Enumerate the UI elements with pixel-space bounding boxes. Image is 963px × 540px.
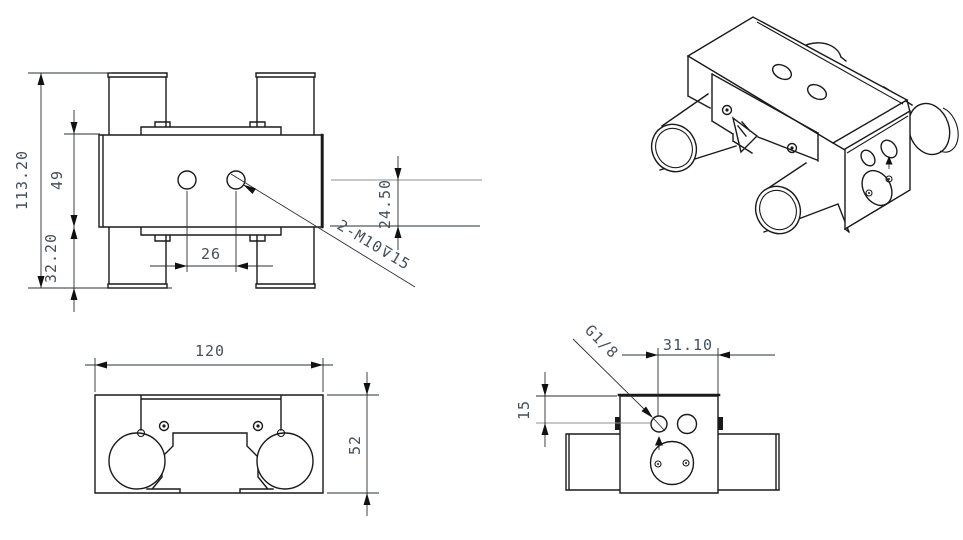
screw-hole-right-center (256, 424, 260, 428)
boss-hole-left-center (657, 463, 659, 465)
clamp-cylinder-right (256, 432, 314, 490)
screw-hole-left-center (162, 424, 166, 428)
side-view: 31.10 15 G1/8 (515, 321, 780, 494)
iso-end-boss-hole-2 (885, 175, 893, 183)
dim-port-depth: 15 (515, 372, 549, 447)
bottom-view: 120 52 (85, 342, 379, 516)
screw-hole-right (252, 420, 264, 432)
dim-port-depth-label: 15 (515, 400, 533, 420)
boss-hole-right-center (685, 462, 687, 464)
dim-overall-height-label: 113.20 (13, 150, 31, 210)
boss-hole-left (654, 460, 662, 468)
iso-cylinder-bottom (754, 185, 802, 235)
iso-channel-notch (731, 116, 759, 154)
dim-overall-width-label: 120 (195, 342, 225, 360)
dim-overall-depth-label: 52 (346, 435, 364, 455)
dim-port-offset: 31.10 (622, 336, 775, 359)
side-extension-lines (536, 348, 719, 416)
dim-hole-spacing-label: 26 (201, 245, 221, 263)
iso-end-boss (861, 169, 893, 207)
iso-top-face-back-edge (756, 21, 904, 105)
iso-cylinder-bottom-rim (759, 189, 797, 231)
side-body-outline (565, 395, 780, 494)
dim-hole-to-bottom: 24.50 (376, 156, 402, 250)
dim-port-offset-label: 31.10 (663, 336, 713, 354)
front-body-outline (98, 72, 324, 289)
mounting-hole-left (177, 170, 197, 190)
port-direction-arrow (655, 436, 663, 446)
iso-cylinder-right-rim (939, 107, 959, 153)
iso-top-face (686, 16, 909, 144)
pin-right (276, 428, 286, 438)
dim-overall-width: 120 (85, 342, 333, 392)
dim-body-height: 49 (48, 110, 78, 227)
iso-cylinder-left (650, 123, 698, 173)
iso-top-hole-1 (771, 63, 793, 81)
dim-body-height-label: 49 (48, 170, 66, 190)
iso-end-port-1 (860, 149, 876, 167)
dim-hole-to-bottom-label: 24.50 (376, 179, 394, 229)
dim-lower-height-label: 32.20 (42, 233, 60, 283)
dim-hole-spacing: 26 (150, 245, 273, 270)
iso-end-face (844, 109, 911, 231)
port-thread-leader: G1/8 (572, 321, 666, 432)
iso-end-face-top-edge (846, 115, 909, 154)
pin-left (136, 428, 146, 438)
iso-top-hole-2 (806, 83, 828, 101)
dim-overall-depth: 52 (327, 372, 379, 516)
iso-end-boss-hole-2-center (888, 178, 890, 180)
iso-rail-screw-2 (786, 142, 798, 154)
dim-lower-height: 32.20 (42, 227, 78, 312)
iso-rail-screw-2-center (790, 146, 794, 150)
iso-cylinder-left-rim (655, 127, 693, 169)
clamp-cylinder-left (108, 432, 166, 490)
front-extension-lines (28, 72, 480, 289)
boss-hole-right (682, 459, 690, 467)
iso-cylinder-tangents (659, 93, 850, 233)
isometric-view (650, 16, 959, 235)
set-screw-right (718, 417, 723, 430)
iso-rail-screw-1-center (725, 108, 729, 112)
iso-rail-screw-1 (721, 104, 733, 116)
dim-overall-height: 113.20 (13, 73, 45, 288)
iso-end-boss-hole-1-center (868, 192, 870, 194)
port-thread-label: G1/8 (581, 321, 622, 362)
iso-end-boss-hole-1 (865, 189, 873, 197)
front-view: 113.20 49 32.20 26 24.50 (13, 72, 482, 312)
set-screw-left (615, 417, 620, 430)
iso-end-port-2 (880, 139, 898, 159)
air-port-second (676, 413, 698, 435)
mounting-hole-right (226, 170, 246, 190)
sensor-boss-circle (649, 440, 695, 486)
screw-hole-left (158, 420, 170, 432)
iso-end-port-arrow (885, 156, 893, 165)
